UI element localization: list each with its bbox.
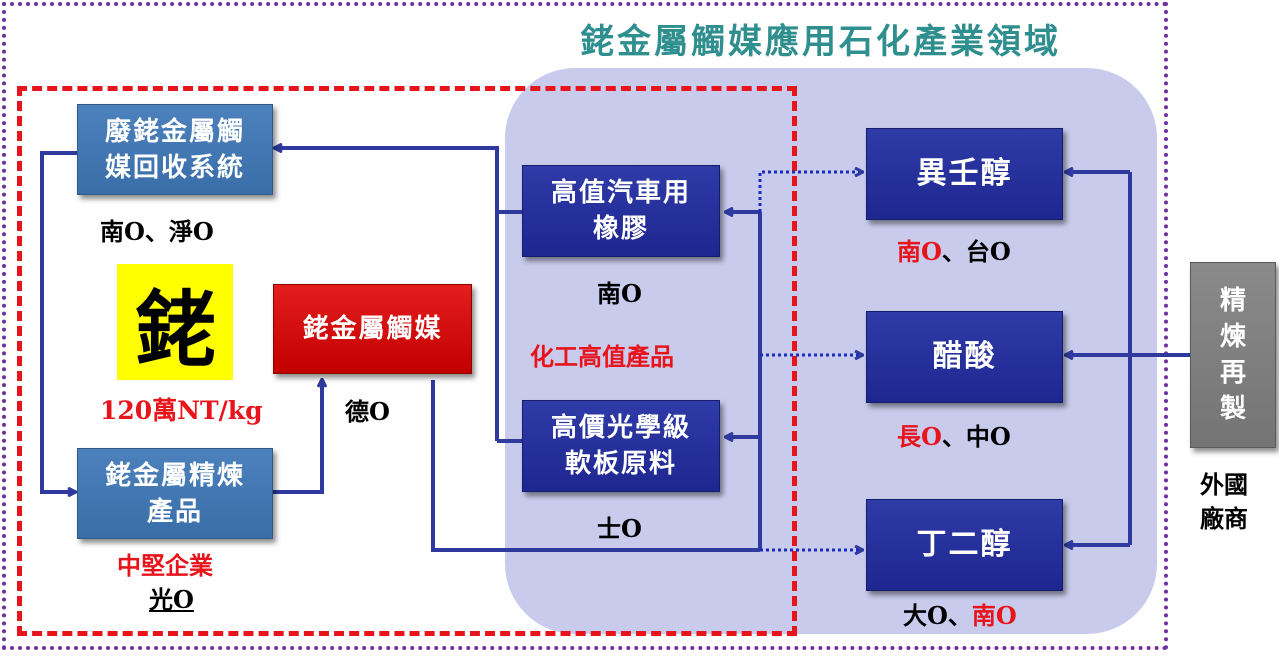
outer-dotted-border [2,2,1168,650]
foreign-box-char-3: 再 [1219,358,1246,388]
rhodium-price: 120萬NT/kg [100,396,263,425]
butanediol-companies: 大O、南O [903,596,1017,631]
chem-products-label: 化工高值產品 [530,342,674,371]
refined-line2: 產品 [146,496,203,527]
refined-line1: 銠金屬精煉 [104,460,245,491]
optical-line2: 軟板原料 [564,449,677,479]
rubber-line2: 橡膠 [592,214,649,244]
butanediol-company-red: 南O [971,601,1017,630]
catalyst-down-connector [431,380,760,552]
refined-to-catalyst-connector [273,380,322,494]
butanediol-box: 丁二醇 [866,499,1063,591]
rhodium-glyph-box: 銠 [117,264,233,380]
foreign-box-char-1: 精 [1219,286,1246,316]
acetic-company-rest: 、中O [941,422,1011,451]
acetic-company-red: 長O [897,422,942,451]
catalyst-company: 德O [345,397,390,426]
refined-company: 光O [149,585,194,614]
rubber-company: 南O [597,279,642,308]
recycle-line2: 媒回收系統 [104,152,245,183]
recycle-companies: 南O、淨O [100,217,214,246]
acetic-companies: 長O、中O [897,417,1011,452]
isononanol-box: 異壬醇 [866,128,1063,220]
foreign-caption: 外國 廠商 [1200,468,1248,536]
foreign-box-char-4: 製 [1219,394,1246,424]
rubber-line1: 高值汽車用 [550,178,691,208]
recycle-system-box: 廢銠金屬觸 媒回收系統 [77,104,273,195]
products-to-recycle-connector [275,148,522,214]
rubber-box: 高值汽車用 橡膠 [522,165,720,257]
isononanol-companies: 南O、台O [897,232,1011,267]
recycle-line1: 廢銠金屬觸 [104,116,245,147]
foreign-caption-line2: 廠商 [1200,504,1248,533]
optical-company: 士O [597,514,642,543]
diagram-title: 銠金屬觸媒應用石化產業領域 [580,22,1061,62]
refined-type: 中堅企業 [117,551,213,580]
rhodium-catalyst-box: 銠金屬觸媒 [273,284,472,374]
optical-box: 高價光學級 軟板原料 [522,400,720,492]
butanediol-company-rest: 大O、 [903,601,972,630]
foreign-refining-box: 精 煉 再 製 [1190,262,1276,448]
isononanol-company-rest: 、台O [941,237,1011,266]
recycle-to-refined-connector [40,151,77,492]
dotted-to-isononanol [758,172,862,212]
foreign-caption-line1: 外國 [1200,470,1248,499]
optical-line1: 高價光學級 [550,413,691,443]
acetic-acid-box: 醋酸 [866,311,1063,403]
domestic-dashed-frame [17,86,797,636]
refined-product-box: 銠金屬精煉 產品 [77,448,273,539]
isononanol-company-red: 南O [897,237,942,266]
foreign-box-char-2: 煉 [1219,322,1246,352]
